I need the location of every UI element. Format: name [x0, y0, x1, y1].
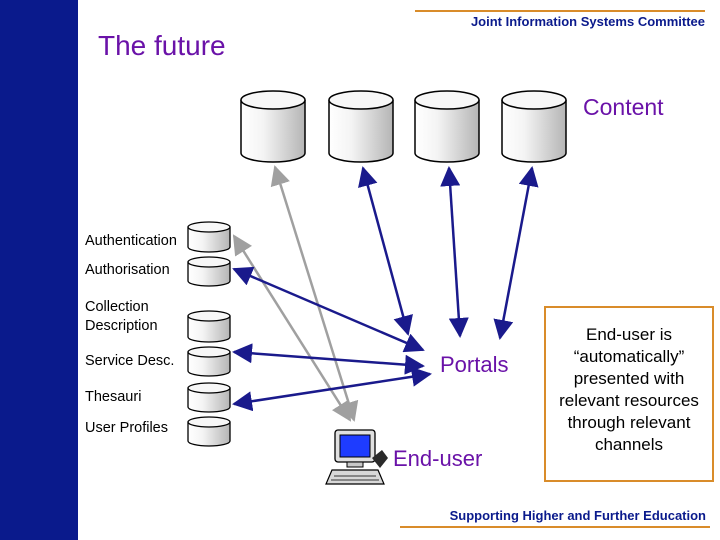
enduser-label: End-user — [393, 446, 483, 471]
left-sidebar-band — [0, 0, 78, 540]
service-desc-cylinder — [187, 346, 231, 377]
arrow-portals-to-service-desc — [232, 343, 425, 375]
arrow-portals-to-content-3 — [440, 166, 469, 338]
authorisation-cylinder — [187, 256, 231, 287]
arrow-portals-to-content-4 — [493, 166, 539, 340]
arrow-portals-to-authorisation — [232, 266, 425, 353]
arrow-portals-to-content-2 — [358, 166, 413, 336]
footer-tagline: Supporting Higher and Further Education — [449, 508, 706, 523]
service-label-collection-description: Collection Description — [85, 299, 158, 334]
service-label-thesauri: Thesauri — [85, 389, 142, 405]
service-label-service-desc: Service Desc. — [85, 353, 175, 369]
arrow-enduser-to-content-1 — [270, 165, 359, 422]
service-label-authorisation: Authorisation — [85, 262, 170, 278]
collection-description-cylinder — [187, 310, 231, 343]
callout-box: End-user is “automatically” presented wi… — [544, 306, 714, 482]
header-org: Joint Information Systems Committee — [470, 14, 705, 29]
user-profiles-cylinder — [187, 416, 231, 447]
service-label-authentication: Authentication — [85, 233, 177, 249]
content-database-2 — [328, 90, 394, 163]
portals-label: Portals — [440, 352, 509, 377]
authentication-cylinder — [187, 221, 231, 253]
content-database-1 — [240, 90, 306, 163]
computer-user-icon — [325, 429, 388, 485]
content-database-3 — [414, 90, 480, 163]
content-label: Content — [583, 94, 664, 120]
header-rule — [415, 10, 705, 12]
footer-rule — [400, 526, 710, 528]
service-label-user-profiles: User Profiles — [85, 420, 168, 436]
arrow-enduser-to-auth — [232, 234, 352, 422]
slide-title: The future — [98, 30, 226, 61]
content-database-4 — [501, 90, 567, 163]
arrow-portals-to-thesauri — [232, 366, 432, 412]
thesauri-cylinder — [187, 382, 231, 413]
callout-text: End-user is “automatically” presented wi… — [559, 325, 699, 454]
